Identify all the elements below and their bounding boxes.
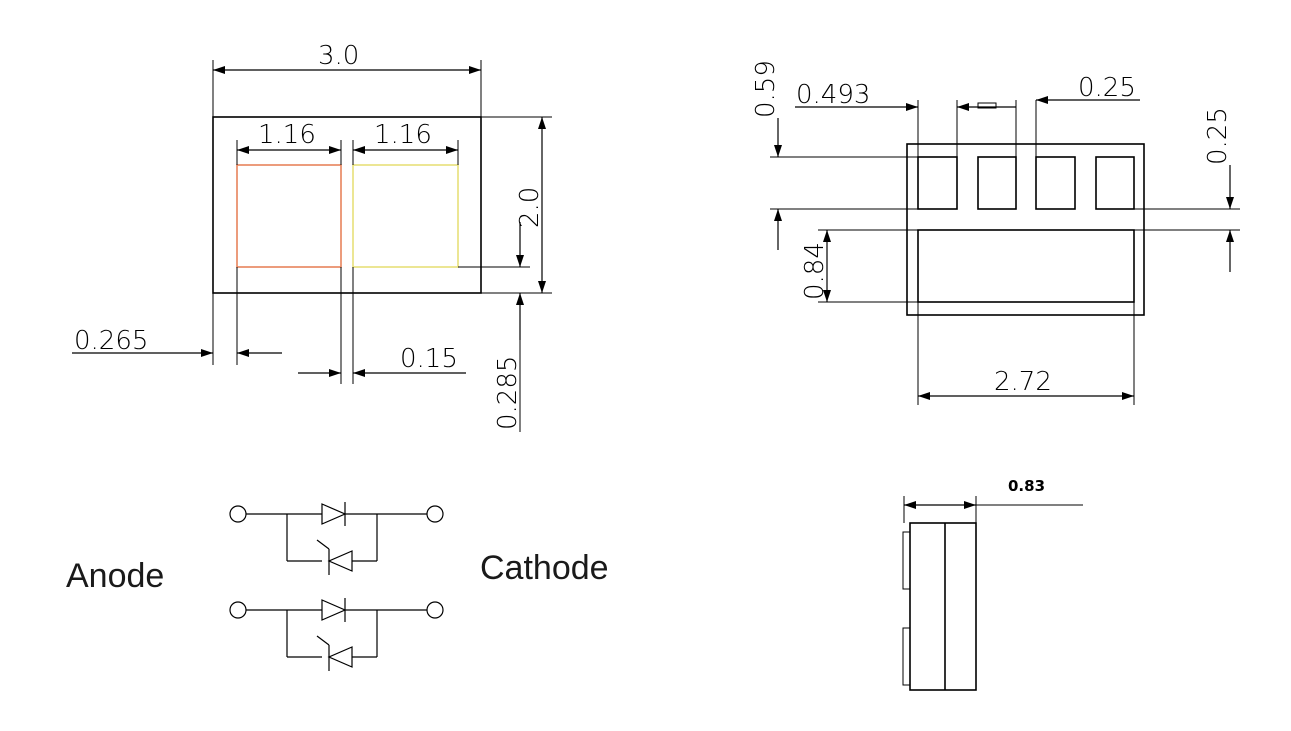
top-view: 3.0 1.16 1.16 2.0 0.285 0.265 0.15 <box>72 41 552 432</box>
side-view-body <box>909 522 977 691</box>
right-pad <box>352 164 459 268</box>
side-view: 0.83 <box>902 477 1083 691</box>
pad-gap-label: 0.15 <box>400 344 458 374</box>
small-pad-1 <box>917 156 958 210</box>
left-margin-label: 0.265 <box>74 326 148 356</box>
schematic: Anode Cathode <box>66 502 609 671</box>
bottom-view: 0.493 0.25 0.59 0.84 0.25 2.72 <box>751 60 1240 405</box>
pad-row-height-label: 0.59 <box>751 60 781 118</box>
top-view-outline <box>212 116 482 294</box>
side-pad-bottom <box>902 627 911 686</box>
side-pad-top <box>902 531 911 590</box>
small-pad-4 <box>1095 156 1135 210</box>
large-pad-height-label: 0.84 <box>800 242 830 300</box>
height-dim-label: 2.0 <box>515 187 545 228</box>
width-dim-label: 3.0 <box>318 41 359 71</box>
row-gap-label: 0.25 <box>1203 107 1233 165</box>
pad-width-label: 0.25 <box>1078 73 1136 103</box>
pad-pitch-label: 0.493 <box>796 80 870 110</box>
small-pad-2 <box>977 156 1017 210</box>
large-pad-width-label: 2.72 <box>994 367 1052 397</box>
left-pad <box>236 164 342 268</box>
cathode-label: Cathode <box>480 549 609 587</box>
thickness-label: 0.83 <box>1008 477 1045 495</box>
bottom-margin-label: 0.285 <box>493 356 523 430</box>
large-pad <box>917 229 1135 303</box>
anode-label: Anode <box>66 557 164 595</box>
right-pad-width-label: 1.16 <box>374 120 432 150</box>
small-pad-3 <box>1035 156 1076 210</box>
left-pad-width-label: 1.16 <box>258 120 316 150</box>
